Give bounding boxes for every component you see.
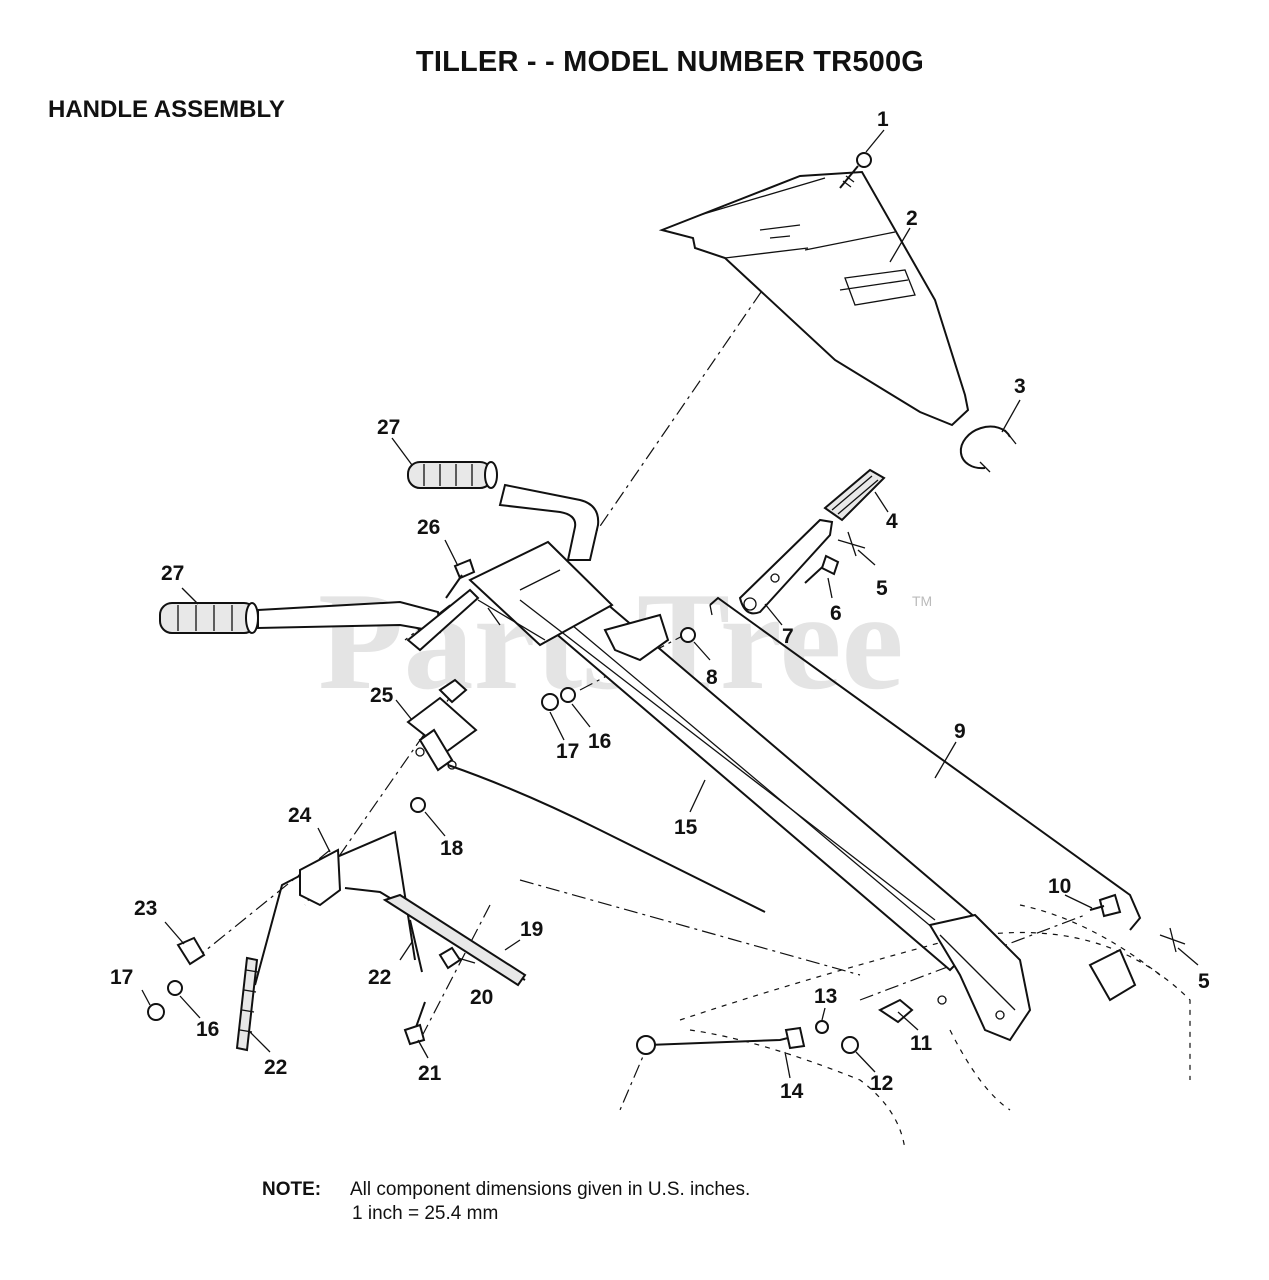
- callout-22: 22: [264, 1056, 287, 1079]
- knob-part: [878, 998, 914, 1024]
- alignment-line: [584, 249, 791, 549]
- handlebar-part: [257, 483, 600, 652]
- mounting-bracket-part: [928, 913, 1032, 1042]
- lever-grip-part: [823, 468, 886, 522]
- lever-knob: [636, 1035, 656, 1055]
- callout-17: 17: [110, 966, 133, 989]
- callout-24: 24: [288, 804, 312, 827]
- bolt-head: [1098, 893, 1122, 918]
- cable-end: [447, 760, 457, 770]
- callout-14: 14: [780, 1080, 804, 1103]
- callout-27: 27: [377, 416, 400, 439]
- cable-clip-part: [438, 946, 462, 970]
- nut-part: [541, 693, 559, 711]
- watermark-trademark: TM: [912, 593, 932, 609]
- callout-15: 15: [674, 816, 698, 839]
- callout-10: 10: [1048, 875, 1071, 898]
- tiller-housing-outline: [679, 904, 1191, 1151]
- callout-6: 6: [830, 602, 842, 625]
- clip-part: [176, 936, 206, 966]
- callout-20: 20: [470, 986, 493, 1009]
- nut-part: [841, 1036, 859, 1054]
- leader-lines: [141, 129, 1199, 1079]
- bolt-part: [1089, 905, 1105, 911]
- retaining-ring-ends: [979, 429, 1017, 473]
- control-rod-bracket: [299, 848, 342, 907]
- callout-25: 25: [370, 684, 394, 707]
- dimension-note: NOTE: All component dimensions given in U…: [262, 1178, 750, 1226]
- callout-3: 3: [1014, 375, 1026, 398]
- screw-part: [839, 152, 872, 189]
- retaining-ring-part: [959, 425, 1011, 470]
- callout-2: 2: [906, 207, 918, 230]
- shift-rod-part: [709, 596, 1142, 931]
- spring-part: [235, 956, 259, 1052]
- page-title: TILLER - - MODEL NUMBER TR500G: [415, 46, 925, 78]
- grip-part: [407, 461, 498, 489]
- cable-housing: [382, 893, 527, 987]
- nut-part: [147, 1003, 165, 1021]
- hairpin-clip-part: [1159, 927, 1186, 953]
- pivot-bracket-part: [1088, 948, 1137, 1002]
- bolt-part: [445, 558, 476, 599]
- belt-cover-part: [658, 170, 970, 427]
- alignment-line: [519, 879, 861, 976]
- callout-23: 23: [134, 897, 157, 920]
- bolt-head: [820, 554, 840, 576]
- lever-pivot: [784, 1026, 806, 1050]
- callout-16: 16: [588, 730, 611, 753]
- callout-17: 17: [556, 740, 579, 763]
- grip-part: [159, 602, 259, 634]
- callout-8: 8: [706, 666, 718, 689]
- callout-26: 26: [417, 516, 440, 539]
- hairpin-clip-part: [837, 531, 866, 557]
- callout-4: 4: [886, 510, 898, 533]
- washer-part: [167, 980, 183, 996]
- section-title: HANDLE ASSEMBLY: [48, 96, 285, 123]
- lever-part: [738, 518, 834, 615]
- callout-9: 9: [954, 720, 966, 743]
- callout-5: 5: [1198, 970, 1210, 993]
- nut-part: [680, 627, 696, 643]
- drive-cable: [519, 599, 936, 921]
- callout-19: 19: [520, 918, 543, 941]
- spring-part: [409, 919, 423, 973]
- callout-12: 12: [870, 1072, 893, 1095]
- control-bracket-part: [406, 678, 478, 772]
- handle-bracket-part: [468, 540, 670, 662]
- callout-22: 22: [368, 966, 391, 989]
- shift-rod-end: [709, 604, 713, 616]
- control-cable: [447, 764, 766, 913]
- note-label: NOTE:: [262, 1179, 322, 1200]
- callout-7: 7: [782, 625, 794, 648]
- callout-11: 11: [910, 1032, 933, 1055]
- washer-part: [560, 687, 576, 703]
- nut-part: [410, 797, 426, 813]
- note-line-2: 1 inch = 25.4 mm: [352, 1203, 499, 1224]
- callout-21: 21: [418, 1062, 442, 1085]
- callout-13: 13: [814, 985, 837, 1008]
- callout-16: 16: [196, 1018, 219, 1041]
- note-line-1: All component dimensions given in U.S. i…: [350, 1179, 751, 1200]
- callout-18: 18: [440, 837, 464, 860]
- callout-27: 27: [161, 562, 184, 585]
- bolt-head: [403, 1023, 426, 1046]
- washer-part: [815, 1020, 829, 1034]
- callout-1: 1: [877, 108, 889, 131]
- callout-5: 5: [876, 577, 888, 600]
